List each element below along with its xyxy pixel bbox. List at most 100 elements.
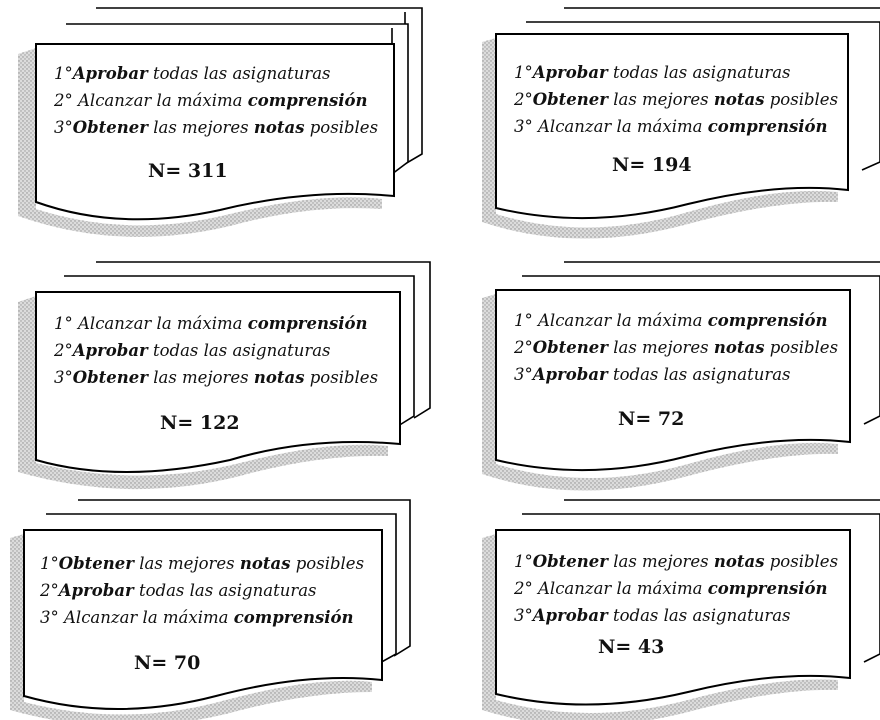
rank-number: 2° [514,90,533,109]
stacked-sheets-icon [482,7,880,239]
criterion-line-1: 1° Alcanzar la máxima comprensión [54,310,378,337]
rank-number: 1° [54,314,73,333]
criterion-text: posibles [290,554,365,573]
criterion-text: posibles [764,90,839,109]
criterion-keyword: Aprobar [72,64,148,83]
rank-number: 2° [514,338,533,357]
card-6: 1°Obtener las mejores notas posibles 2° A… [478,496,880,720]
criterion-keyword: comprensión [247,314,368,333]
criterion-line-1: 1°Obtener las mejores notas posibles [40,550,364,577]
criterion-text: todas las asignaturas [147,64,331,83]
criterion-line-1: 1°Aprobar todas las asignaturas [514,59,838,86]
criterion-text: todas las asignaturas [133,581,317,600]
stacked-sheets-icon [482,261,880,491]
criterion-text: todas las asignaturas [147,341,331,360]
sample-size-label: N= 70 [134,652,201,674]
rank-number: 3° [40,608,59,627]
criterion-text: las mejores [607,90,714,109]
rank-number: 3° [514,365,533,384]
stacked-sheets-icon [10,499,411,720]
criterion-keyword: notas [253,368,305,387]
rank-number: 2° [54,91,73,110]
criterion-keyword: Obtener [532,552,608,571]
criterion-keyword: comprensión [247,91,368,110]
criterion-text: Alcanzar la máxima [532,579,708,598]
criterion-line-3: 3°Obtener las mejores notas posibles [54,364,378,391]
criterion-text: las mejores [607,338,714,357]
criterion-keyword: comprensión [707,117,828,136]
criterion-keyword: comprensión [707,311,828,330]
criterion-text: posibles [304,368,379,387]
criterion-line-2: 2°Obtener las mejores notas posibles [514,86,838,113]
criterion-keyword: Aprobar [532,365,608,384]
criterion-text: posibles [304,118,379,137]
rank-number: 1° [514,311,533,330]
criteria-list: 1°Aprobar todas las asignaturas 2° Alcanz… [54,60,378,141]
criterion-text: todas las asignaturas [607,63,791,82]
criterion-text: Alcanzar la máxima [72,314,248,333]
criterion-text: posibles [764,338,839,357]
criterion-text: las mejores [147,118,254,137]
sample-size-label: N= 122 [160,412,240,434]
criterion-text: las mejores [147,368,254,387]
criterion-keyword: notas [713,552,765,571]
criterion-keyword: notas [239,554,291,573]
rank-number: 1° [54,64,73,83]
stacked-sheets-icon [18,7,423,237]
rank-number: 3° [514,606,533,625]
criterion-keyword: Obtener [58,554,134,573]
rank-number: 3° [514,117,533,136]
criterion-line-2: 2°Aprobar todas las asignaturas [40,577,364,604]
criterion-text: las mejores [607,552,714,571]
criterion-keyword: Aprobar [532,63,608,82]
criterion-line-2: 2°Obtener las mejores notas posibles [514,334,838,361]
criterion-text: las mejores [133,554,240,573]
criterion-text: todas las asignaturas [607,606,791,625]
criterion-text: Alcanzar la máxima [532,311,708,330]
sample-size-label: N= 194 [612,154,692,176]
criterion-keyword: notas [713,90,765,109]
criterion-text: Alcanzar la máxima [72,91,248,110]
stacked-sheets-icon [482,499,880,720]
criterion-text: Alcanzar la máxima [58,608,234,627]
criterion-keyword: Aprobar [58,581,134,600]
criterion-line-1: 1° Alcanzar la máxima comprensión [514,307,838,334]
criterion-keyword: Obtener [532,90,608,109]
rank-number: 1° [514,63,533,82]
rank-number: 1° [40,554,59,573]
criterion-line-3: 3°Aprobar todas las asignaturas [514,361,838,388]
criterion-text: posibles [764,552,839,571]
criterion-line-3: 3°Aprobar todas las asignaturas [514,602,838,629]
stacked-sheets-icon [18,261,431,490]
sample-size-label: N= 72 [618,408,685,430]
rank-number: 3° [54,368,73,387]
criterion-keyword: comprensión [707,579,828,598]
sample-size-label: N= 43 [598,636,665,658]
sample-size-label: N= 311 [148,160,228,182]
card-1: 1°Aprobar todas las asignaturas 2° Alcanz… [10,4,430,237]
criterion-keyword: Aprobar [72,341,148,360]
criterion-text: todas las asignaturas [607,365,791,384]
criterion-keyword: notas [713,338,765,357]
rank-number: 3° [54,118,73,137]
rank-number: 2° [54,341,73,360]
rank-number: 2° [514,579,533,598]
criterion-line-3: 3° Alcanzar la máxima comprensión [40,604,364,631]
criterion-keyword: Obtener [72,368,148,387]
criteria-list: 1°Obtener las mejores notas posibles 2° A… [514,548,838,629]
criterion-line-1: 1°Obtener las mejores notas posibles [514,548,838,575]
criterion-keyword: Obtener [532,338,608,357]
criterion-keyword: comprensión [233,608,354,627]
criterion-keyword: Obtener [72,118,148,137]
criterion-text: Alcanzar la máxima [532,117,708,136]
criterion-line-3: 3° Alcanzar la máxima comprensión [514,113,838,140]
criterion-line-2: 2°Aprobar todas las asignaturas [54,337,378,364]
rank-number: 2° [40,581,59,600]
rank-number: 1° [514,552,533,571]
